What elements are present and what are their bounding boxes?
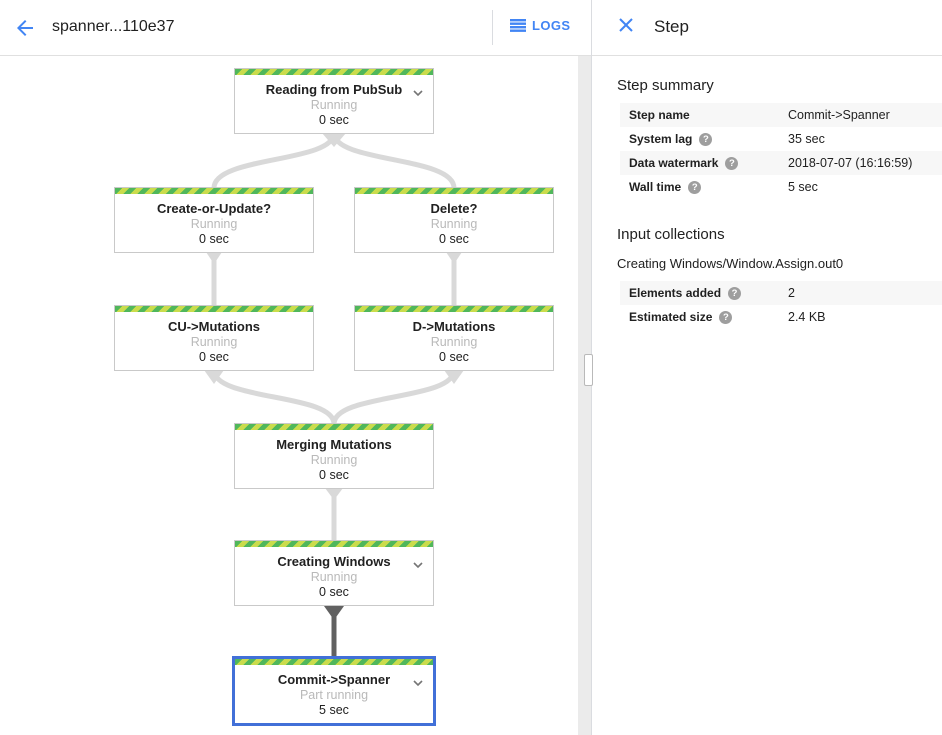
node-time: 0 sec [439,232,469,246]
collection-name: Creating Windows/Window.Assign.out0 [617,256,844,271]
help-icon[interactable] [699,132,713,146]
logs-button[interactable]: LOGS [510,18,570,33]
node-time: 0 sec [319,585,349,599]
logs-list-icon [510,19,526,32]
row-value: 2.4 KB [788,310,826,324]
node-status: Part running [299,688,369,702]
table-row: Wall time 5 sec [620,175,942,199]
row-label: Estimated size [629,310,788,324]
step-summary-table: Step name Commit->Spanner System lag 35 … [620,103,942,199]
node-time: 0 sec [439,350,469,364]
table-row: System lag 35 sec [620,127,942,151]
graph-pane: Reading from PubSub Running 0 sec Create… [0,0,591,735]
node-status: Running [190,335,238,349]
header-divider [492,10,493,45]
pipeline-canvas: Reading from PubSub Running 0 sec Create… [114,68,554,726]
graph-node-commit-spanner[interactable]: Commit->Spanner Part running 5 sec [232,656,436,726]
row-label-text: Wall time [629,180,682,194]
row-label-text: Elements added [629,286,722,300]
node-status: Running [310,570,358,584]
close-icon [619,18,633,32]
input-collections-heading: Input collections [617,226,725,243]
row-label: Data watermark [629,156,788,170]
graph-node-d-mutations[interactable]: D->Mutations Running 0 sec [354,305,554,371]
running-stripe-bar [235,424,433,430]
running-stripe-bar [235,541,433,547]
row-label: Step name [629,108,788,122]
node-title: Commit->Spanner [277,672,391,687]
step-summary-heading: Step summary [617,77,714,94]
row-label: Elements added [629,286,788,300]
node-time: 0 sec [199,350,229,364]
chevron-down-icon[interactable] [413,556,423,574]
row-value: Commit->Spanner [788,108,890,122]
graph-node-creating-windows[interactable]: Creating Windows Running 0 sec [234,540,434,606]
node-title: Create-or-Update? [156,201,272,216]
back-arrow-button[interactable] [13,16,37,40]
help-icon[interactable] [725,156,739,170]
node-status: Running [430,217,478,231]
running-stripe-bar [355,306,553,312]
table-row: Data watermark 2018-07-07 (16:16:59) [620,151,942,175]
node-time: 0 sec [319,113,349,127]
row-value: 5 sec [788,180,818,194]
row-label-text: Data watermark [629,156,719,170]
chevron-down-icon[interactable] [413,84,423,102]
node-status: Running [310,98,358,112]
node-time: 0 sec [319,468,349,482]
panel-splitter-handle[interactable] [584,354,593,386]
row-value: 2018-07-07 (16:16:59) [788,156,913,170]
logs-label: LOGS [532,18,571,33]
input-collections-table: Elements added 2 Estimated size 2.4 KB [620,281,942,329]
help-icon[interactable] [719,310,733,324]
back-arrow-icon [17,20,33,36]
running-stripe-bar [235,659,433,665]
graph-node-delete[interactable]: Delete? Running 0 sec [354,187,554,253]
node-status: Running [310,453,358,467]
row-value: 2 [788,286,795,300]
pipeline-edges [204,132,464,657]
node-time: 5 sec [319,703,349,717]
panel-title: Step [654,17,689,36]
job-title: spanner...110e37 [52,18,175,35]
graph-node-reading-from-pubsub[interactable]: Reading from PubSub Running 0 sec [234,68,434,134]
node-title: Merging Mutations [276,437,392,452]
node-status: Running [190,217,238,231]
graph-node-create-or-update[interactable]: Create-or-Update? Running 0 sec [114,187,314,253]
running-stripe-bar [115,306,313,312]
help-icon[interactable] [728,286,742,300]
row-label-text: Estimated size [629,310,713,324]
running-stripe-bar [115,188,313,194]
step-panel-header: Step [592,0,942,56]
node-title: Reading from PubSub [265,82,403,97]
table-row: Step name Commit->Spanner [620,103,942,127]
node-title: Creating Windows [277,554,391,569]
node-status: Running [430,335,478,349]
node-time: 0 sec [199,232,229,246]
table-row: Elements added 2 [620,281,942,305]
row-value: 35 sec [788,132,825,146]
chevron-down-icon[interactable] [413,674,423,692]
step-details-panel: Step Step summary Step name Commit->Span… [592,0,942,735]
row-label: Wall time [629,180,788,194]
panel-splitter-track [578,56,591,735]
row-label-text: System lag [629,132,693,146]
node-title: CU->Mutations [167,319,261,334]
running-stripe-bar [355,188,553,194]
graph-node-merging-mutations[interactable]: Merging Mutations Running 0 sec [234,423,434,489]
node-title: Delete? [430,201,478,216]
graph-node-cu-mutations[interactable]: CU->Mutations Running 0 sec [114,305,314,371]
help-icon[interactable] [688,180,702,194]
row-label: System lag [629,132,788,146]
node-title: D->Mutations [412,319,496,334]
row-label-text: Step name [629,108,690,122]
running-stripe-bar [235,69,433,75]
close-button[interactable] [617,16,635,34]
table-row: Estimated size 2.4 KB [620,305,942,329]
job-header: spanner...110e37 LOGS [0,0,591,56]
